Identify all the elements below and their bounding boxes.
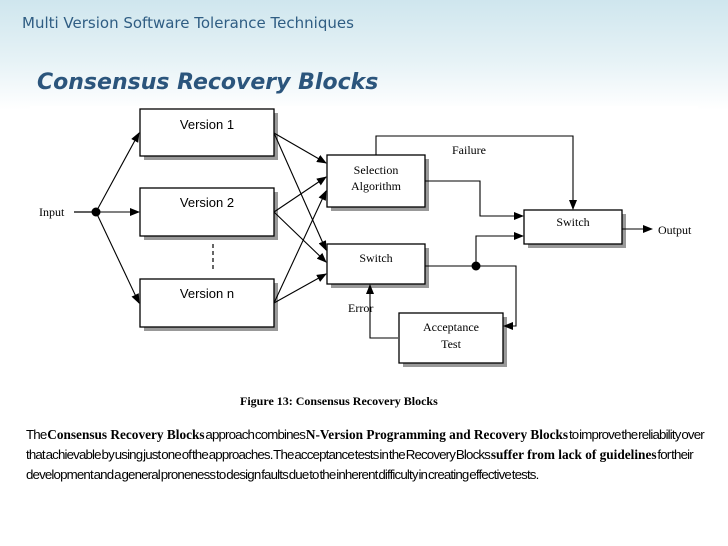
switch-middle-box: Switch — [326, 243, 429, 288]
selection-algorithm-box: Selection Algorithm — [326, 154, 429, 211]
body-paragraph: The Consensus Recovery Blocks approach c… — [26, 425, 716, 485]
consensus-recovery-blocks-diagram: Version 1 Version 2 Version n Selection … — [30, 106, 698, 411]
version-2-label: Version 2 — [180, 195, 234, 210]
body-seg-3: approach combines — [204, 427, 306, 442]
figure-caption: Figure 13: Consensus Recovery Blocks — [240, 394, 438, 408]
acceptance-test-box: Acceptance Test — [398, 312, 507, 367]
error-label: Error — [348, 301, 373, 315]
body-seg-8: for their development and a general pron… — [26, 447, 694, 482]
output-label: Output — [658, 223, 692, 237]
failure-label: Failure — [452, 143, 486, 157]
header-band — [0, 0, 728, 110]
switch-middle-label: Switch — [359, 251, 392, 265]
body-seg-4: N-Version Programming and Recovery Block… — [305, 427, 569, 442]
body-seg-1: The — [26, 427, 48, 442]
version-1-box: Version 1 — [139, 108, 278, 160]
slide-title: Consensus Recovery Blocks — [37, 70, 379, 95]
body-seg-7: lack of guidelines — [558, 447, 657, 462]
body-seg-5: to improve the reliability over that ach… — [26, 427, 705, 462]
input-label: Input — [39, 205, 65, 219]
test-label: Test — [441, 337, 461, 351]
version-n-label: Version n — [180, 286, 234, 301]
acceptance-label: Acceptance — [423, 320, 479, 334]
switch-right-label: Switch — [556, 215, 589, 229]
body-seg-6: suffer from — [490, 447, 559, 462]
selection-label: Selection — [354, 163, 399, 177]
version-n-box: Version n — [139, 278, 278, 331]
course-title: Multi Version Software Tolerance Techniq… — [22, 14, 354, 32]
switch-right-box: Switch — [523, 209, 626, 248]
body-seg-2: Consensus Recovery Blocks — [47, 427, 205, 442]
version-1-label: Version 1 — [180, 117, 234, 132]
version-2-box: Version 2 — [139, 187, 278, 240]
algorithm-label: Algorithm — [351, 179, 402, 193]
